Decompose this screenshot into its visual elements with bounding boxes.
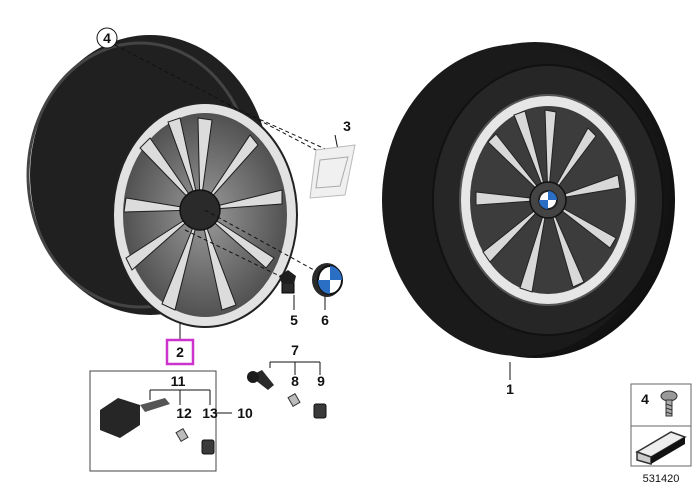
wheel-bolt[interactable]	[279, 270, 296, 294]
trim-clip[interactable]	[309, 144, 356, 199]
complete-wheel[interactable]	[382, 42, 675, 358]
legend-panel: 4	[630, 383, 692, 467]
callout-13: 13	[202, 405, 218, 421]
alloy-rim[interactable]	[26, 35, 298, 328]
callout-2: 2	[176, 344, 184, 360]
highlight-box	[165, 338, 195, 366]
rim-spokes	[123, 117, 283, 311]
callout-3: 3	[343, 118, 351, 134]
callout-4: 4	[103, 30, 111, 46]
callout-9: 9	[317, 373, 325, 389]
legend-part-number: 4	[641, 391, 649, 407]
callout-7: 7	[291, 342, 299, 358]
wheel-spokes	[475, 109, 621, 293]
hub-cap[interactable]	[312, 263, 343, 297]
callout-10: 10	[237, 405, 253, 421]
valve-parts[interactable]	[247, 370, 327, 419]
screw-icon	[660, 390, 678, 417]
tpms-sensor[interactable]	[100, 398, 215, 455]
callout-8: 8	[291, 373, 299, 389]
tpms-box	[89, 370, 217, 472]
callout-12: 12	[176, 405, 192, 421]
reference-number: 531420	[643, 473, 680, 485]
callout-4-marker: 4	[96, 27, 118, 49]
wedge-icon	[635, 431, 687, 465]
rim-hub	[179, 189, 221, 231]
callout-1: 1	[506, 381, 514, 397]
bmw-emblem-quarters	[539, 191, 557, 209]
callout-11: 11	[171, 373, 186, 389]
callout-6: 6	[321, 312, 329, 328]
callout-5: 5	[290, 312, 298, 328]
